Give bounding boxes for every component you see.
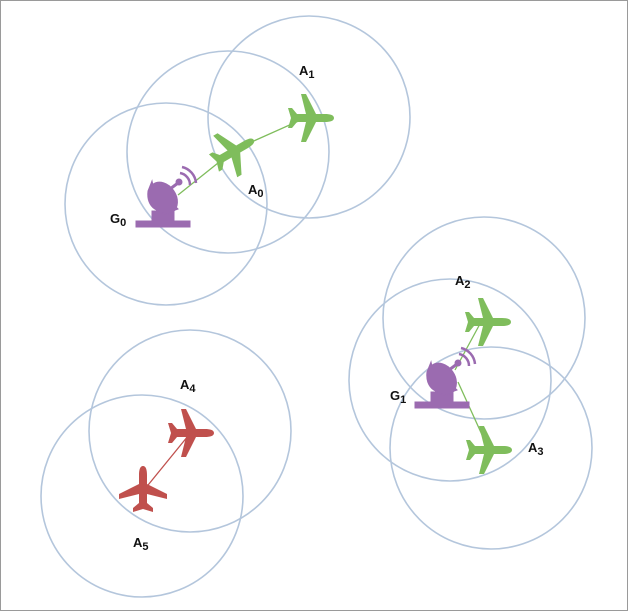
node-labels: G0 A0 A1 A2 G1 A3 A4 A5 bbox=[110, 63, 544, 553]
range-ring-a2 bbox=[382, 216, 586, 420]
label-a0: A0 bbox=[248, 182, 264, 200]
range-ring-a1 bbox=[207, 15, 411, 219]
label-a3: A3 bbox=[528, 440, 544, 458]
label-a4: A4 bbox=[180, 377, 196, 395]
range-ring-g1 bbox=[348, 278, 552, 482]
label-a1: A1 bbox=[299, 63, 315, 81]
label-g1: G1 bbox=[390, 388, 406, 406]
range-ring-a3 bbox=[389, 346, 593, 550]
satellite-dish-icon bbox=[134, 165, 198, 229]
airplane-icon bbox=[119, 466, 167, 512]
range-ring-a0 bbox=[126, 50, 330, 254]
airplane-icon bbox=[168, 409, 214, 457]
airplane-icon bbox=[466, 426, 512, 474]
label-a5: A5 bbox=[133, 535, 149, 553]
range-ring-g0 bbox=[64, 102, 268, 306]
label-a2: A2 bbox=[455, 273, 471, 291]
range-ring-a5 bbox=[40, 394, 244, 598]
range-rings bbox=[40, 15, 593, 598]
link-a4-a5 bbox=[143, 435, 189, 491]
disconnected-aircraft bbox=[119, 409, 214, 512]
range-ring-a4 bbox=[88, 329, 292, 533]
label-g0: G0 bbox=[110, 211, 126, 229]
